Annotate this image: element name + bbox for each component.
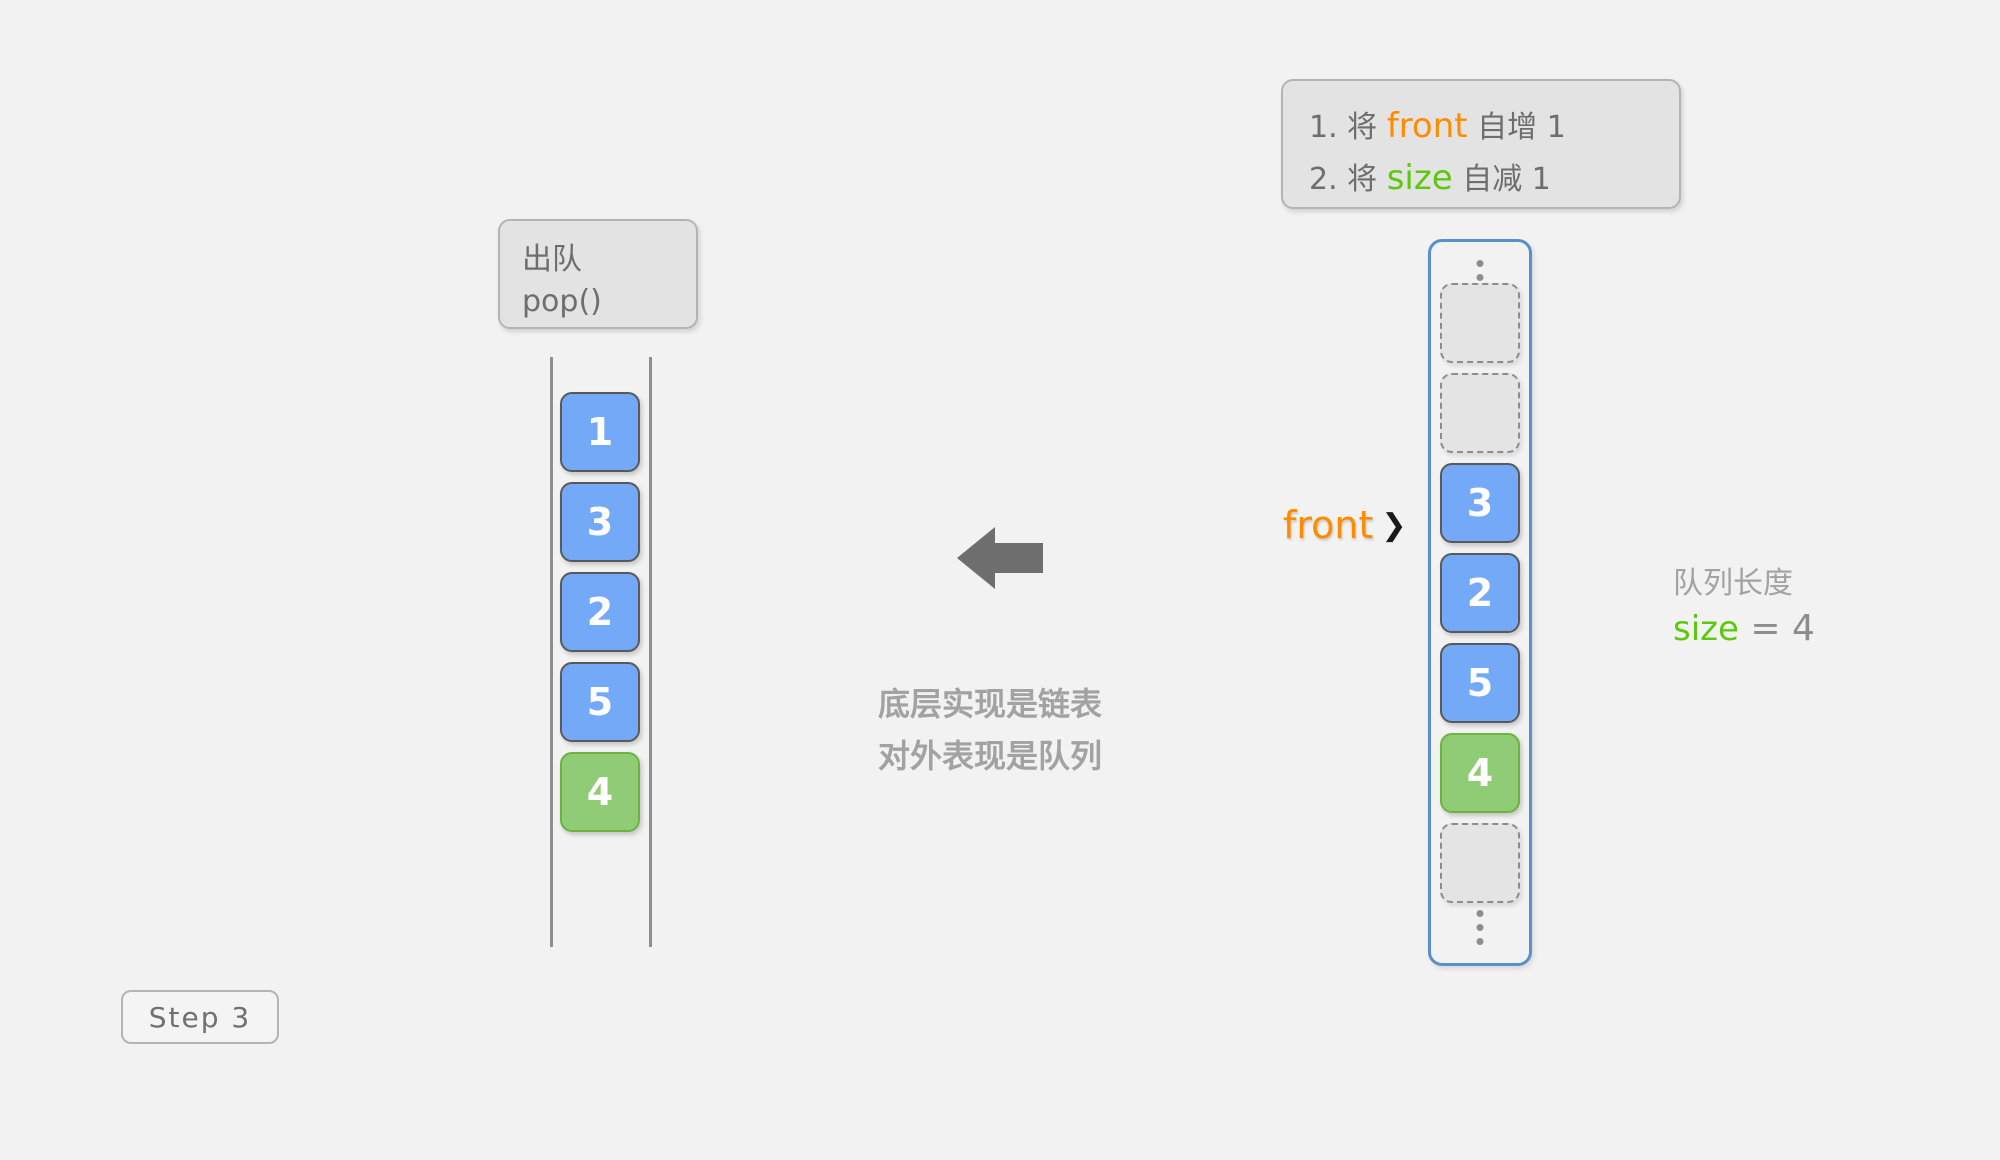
step-badge-label: Step 3 bbox=[148, 1000, 252, 1034]
pop-operation-label: 出队 pop() bbox=[498, 219, 698, 329]
left-stack-rail-left bbox=[550, 357, 553, 947]
size-readout: 队列长度 size = 4 bbox=[1673, 562, 1815, 652]
instruction-box: 1. 将 front 自增 1 2. 将 size 自减 1 bbox=[1281, 79, 1681, 209]
instruction-item-1: 1. 将 front 自增 1 bbox=[1309, 101, 1679, 153]
front-pointer: front ❯ bbox=[1283, 503, 1407, 547]
instruction-2-prefix: 2. 将 bbox=[1309, 162, 1378, 197]
instruction-item-2: 2. 将 size 自减 1 bbox=[1309, 153, 1679, 205]
queue-cell-empty-6 bbox=[1440, 823, 1520, 903]
implementation-note: 底层实现是链表 对外表现是队列 bbox=[770, 678, 1210, 782]
instruction-1-prefix: 1. 将 bbox=[1309, 110, 1378, 145]
implementation-note-line2: 对外表现是队列 bbox=[877, 737, 1102, 775]
left-stack-cell-5: 5 bbox=[560, 662, 640, 742]
instruction-2-suffix: 自减 1 bbox=[1462, 162, 1551, 197]
queue-cell-5: 5 bbox=[1440, 643, 1520, 723]
step-badge: Step 3 bbox=[121, 990, 279, 1044]
queue-cell-empty-1 bbox=[1440, 373, 1520, 453]
chevron-right-icon: ❯ bbox=[1381, 508, 1407, 543]
queue-cell-2: 2 bbox=[1440, 553, 1520, 633]
flow-arrow-left-icon bbox=[955, 525, 1045, 591]
pop-label-line1: 出队 bbox=[522, 242, 582, 277]
ellipsis-bottom-icon bbox=[1476, 910, 1484, 945]
size-expression: size = 4 bbox=[1673, 606, 1815, 652]
size-caption: 队列长度 bbox=[1673, 566, 1793, 601]
left-stack-cell-2: 2 bbox=[560, 572, 640, 652]
front-pointer-label: front bbox=[1283, 503, 1374, 547]
queue-cell-4: 4 bbox=[1440, 733, 1520, 813]
left-stack-rail-right bbox=[649, 357, 652, 947]
instruction-1-suffix: 自增 1 bbox=[1477, 110, 1566, 145]
size-value: = 4 bbox=[1750, 608, 1815, 649]
instruction-2-keyword: size bbox=[1386, 158, 1453, 198]
left-stack-cell-1: 1 bbox=[560, 392, 640, 472]
queue-cell-3: 3 bbox=[1440, 463, 1520, 543]
left-stack-cell-3: 3 bbox=[560, 482, 640, 562]
size-keyword: size bbox=[1673, 609, 1739, 649]
pop-label-line2: pop() bbox=[522, 284, 602, 319]
left-stack-cell-4: 4 bbox=[560, 752, 640, 832]
instruction-1-keyword: front bbox=[1386, 106, 1468, 146]
queue-cell-empty-0 bbox=[1440, 283, 1520, 363]
implementation-note-line1: 底层实现是链表 bbox=[877, 685, 1102, 723]
